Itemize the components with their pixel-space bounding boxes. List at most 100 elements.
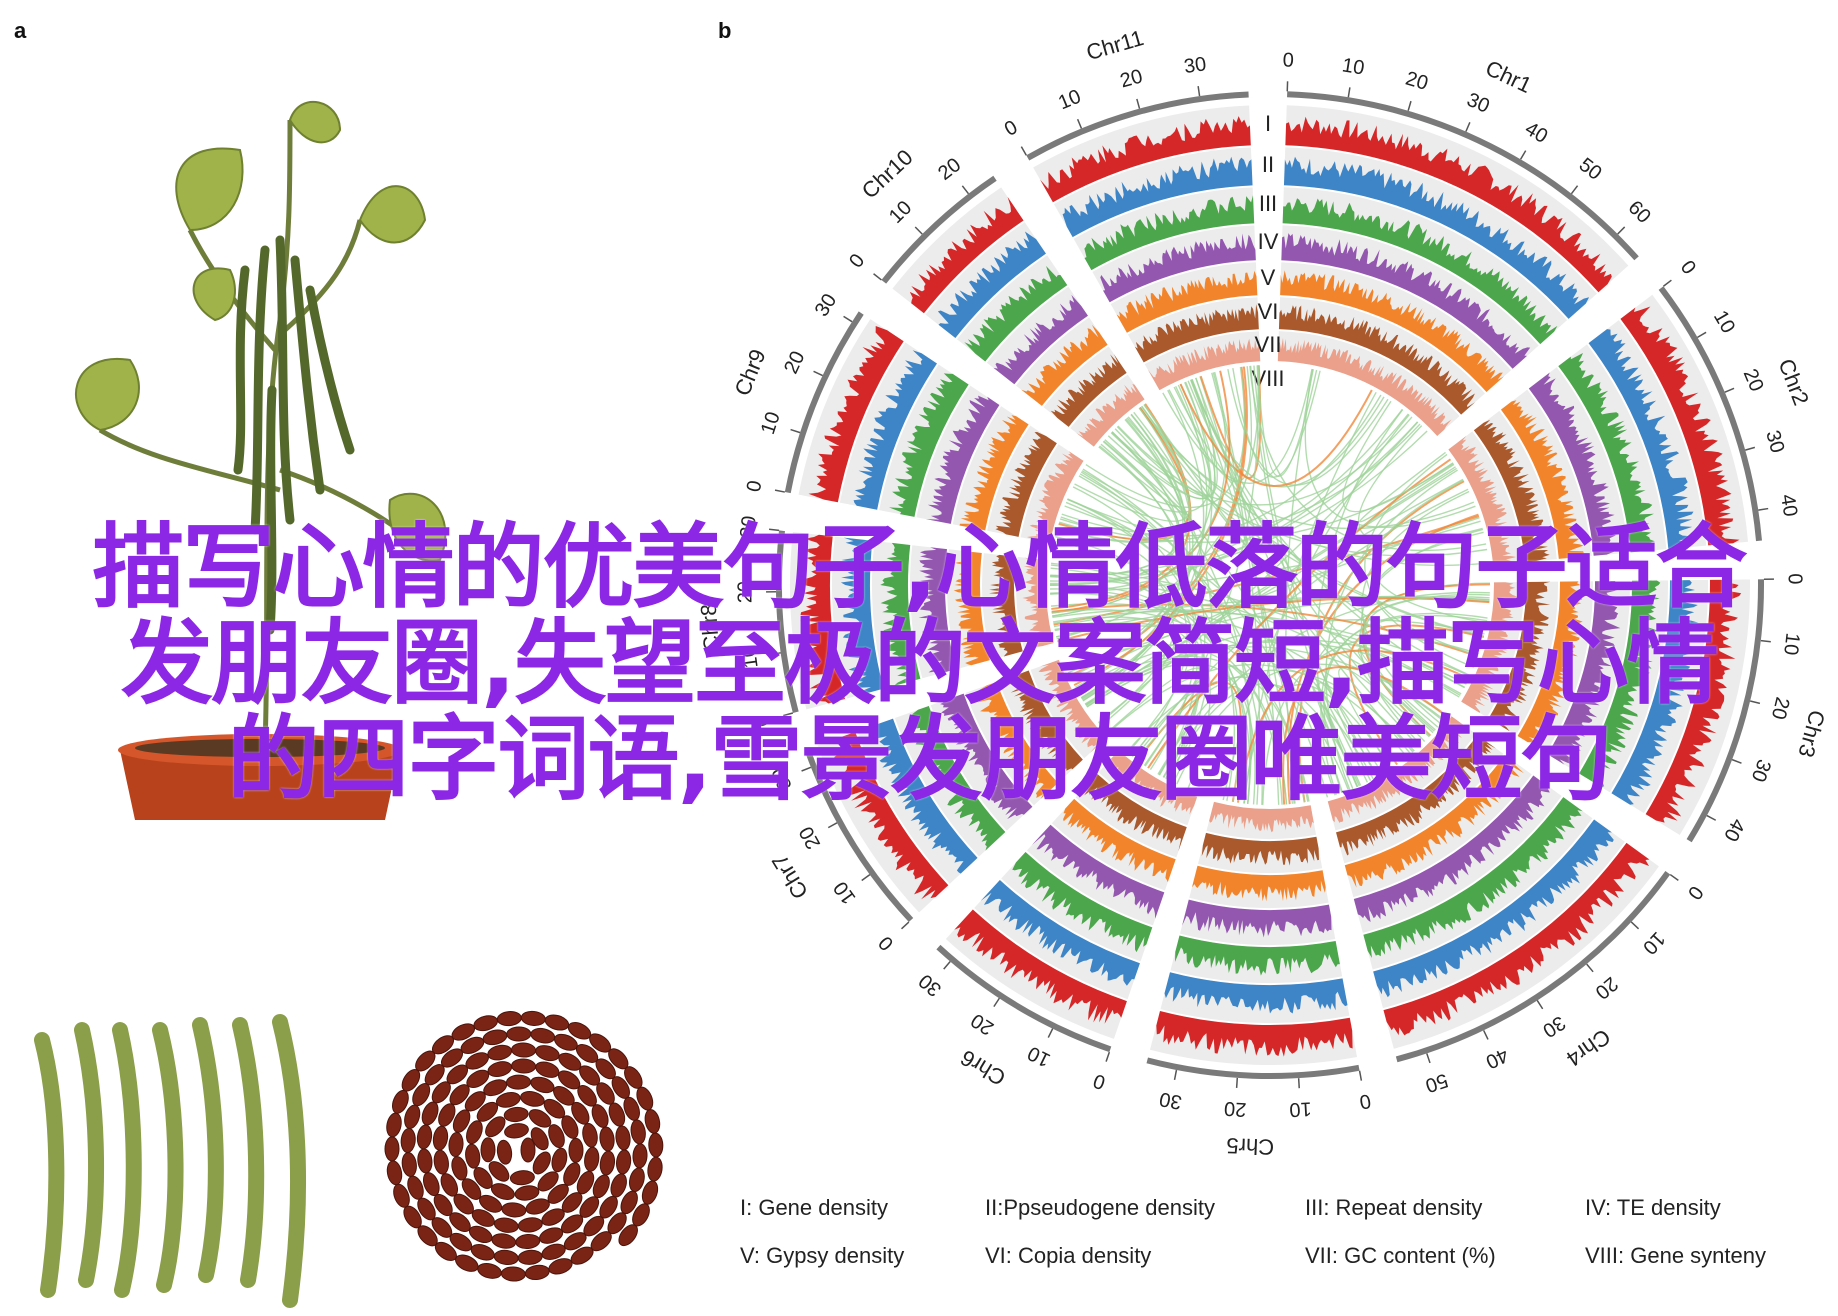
synteny-link [1211,372,1261,805]
tick-label: 0 [1001,116,1022,141]
density-histogram [1134,304,1259,363]
synteny-link [1131,488,1469,757]
density-histogram [1558,353,1655,553]
track-label: VII [1255,332,1282,357]
tick-label: 30 [915,969,946,1000]
chromosome-name: Chr2 [1773,355,1814,408]
density-histogram [1022,557,1054,648]
tick-label: 40 [1482,1043,1512,1072]
synteny-link [1357,425,1483,544]
density-histogram [1363,797,1583,958]
synteny-link [1097,421,1419,724]
density-histogram [1461,582,1517,713]
tick-label: 20 [1739,366,1768,395]
density-histogram [1645,579,1742,823]
synteny-link [1049,584,1175,725]
synteny-link [1065,501,1236,801]
chromosome-name: Chr6 [956,1045,1010,1091]
hanging-pods [233,235,355,635]
density-histogram [954,909,1127,1024]
synteny-link [1050,592,1211,790]
synteny-link [1077,655,1309,802]
density-histogram [1488,581,1551,732]
synteny-link [1067,498,1379,778]
density-histogram [980,880,1140,986]
kidney-bean [496,1092,521,1108]
synteny-link [1222,414,1410,801]
bean-spiral-illustration [384,1010,664,1282]
tick-mark [1731,758,1742,764]
tick-mark [1020,146,1027,156]
tick-mark [1760,639,1771,643]
tick-label: 0 [1784,573,1806,584]
density-histogram [1528,372,1621,556]
synteny-link [1110,385,1212,500]
tick-label: 30 [1158,1087,1184,1113]
synteny-link [1056,595,1490,638]
density-histogram [1008,670,1083,772]
density-histogram [1156,1011,1353,1057]
tick-label: 30 [736,515,760,540]
synteny-link [1126,676,1350,791]
tick-mark [861,874,871,882]
density-histogram [1473,419,1550,562]
tick-mark [1483,1030,1489,1040]
overlay-line-3: 的四字词语,雪景发朋友圈唯美短句 [227,706,1613,813]
synteny-link [1106,667,1205,776]
density-histogram [1084,773,1187,852]
tick-label: 20 [967,1009,998,1040]
synteny-link [1374,531,1484,657]
chromosome-ideogram [776,530,799,714]
synteny-link [1056,625,1375,780]
tick-label: 0 [1091,1069,1109,1093]
tick-label: 20 [934,154,965,185]
pot-soil [135,739,385,757]
kidney-bean [480,1137,496,1163]
kidney-bean [473,1167,493,1189]
synteny-link [1111,416,1413,506]
density-histogram [1285,116,1612,293]
tick-mark [873,273,882,281]
density-histogram [1063,798,1176,883]
tick-mark [1197,86,1201,97]
synteny-link [1325,469,1458,791]
tick-label: 40 [1719,815,1749,845]
chromosome-ideogram [1026,91,1249,161]
chromosome-name: Chr8 [696,603,725,652]
tick-mark [1297,1078,1300,1089]
synteny-link [1059,462,1454,543]
synteny-link [1067,440,1180,533]
legend-item: VIII: Gene synteny [1585,1243,1766,1268]
green-pod [34,1032,65,1298]
synteny-link [1282,666,1448,805]
density-histogram [1084,195,1255,271]
synteny-link [1056,365,1260,640]
synteny-link [1304,369,1476,528]
density-histogram [1107,750,1198,815]
bean-plant-illustration [75,101,447,820]
synteny-link [1363,596,1490,731]
tick-mark [1407,100,1412,111]
tick-label: 20 [1403,68,1431,95]
synteny-link [1190,379,1466,688]
density-histogram [808,326,904,503]
synteny-link [1298,480,1465,803]
tick-mark [943,961,951,970]
density-histogram [1448,435,1517,565]
synteny-link [1179,383,1373,487]
track-label: V [1261,265,1276,290]
synteny-link [1069,416,1188,678]
synteny-link [1199,365,1262,479]
chromosome-name: Chr9 [730,346,771,400]
chromosome-name: Chr10 [857,144,918,203]
density-histogram [1588,329,1696,550]
density-histogram [1031,824,1165,919]
kidney-bean [543,1098,566,1119]
density-histogram [953,551,990,666]
chromosome-ideogram [936,944,1112,1053]
overlay-line-1: 描写心情的优美句子,心情低落的句子适合 [92,514,1748,621]
synteny-link [1311,685,1359,790]
density-histogram [1182,899,1332,938]
synteny-link [1360,528,1484,737]
density-histogram [964,266,1068,362]
